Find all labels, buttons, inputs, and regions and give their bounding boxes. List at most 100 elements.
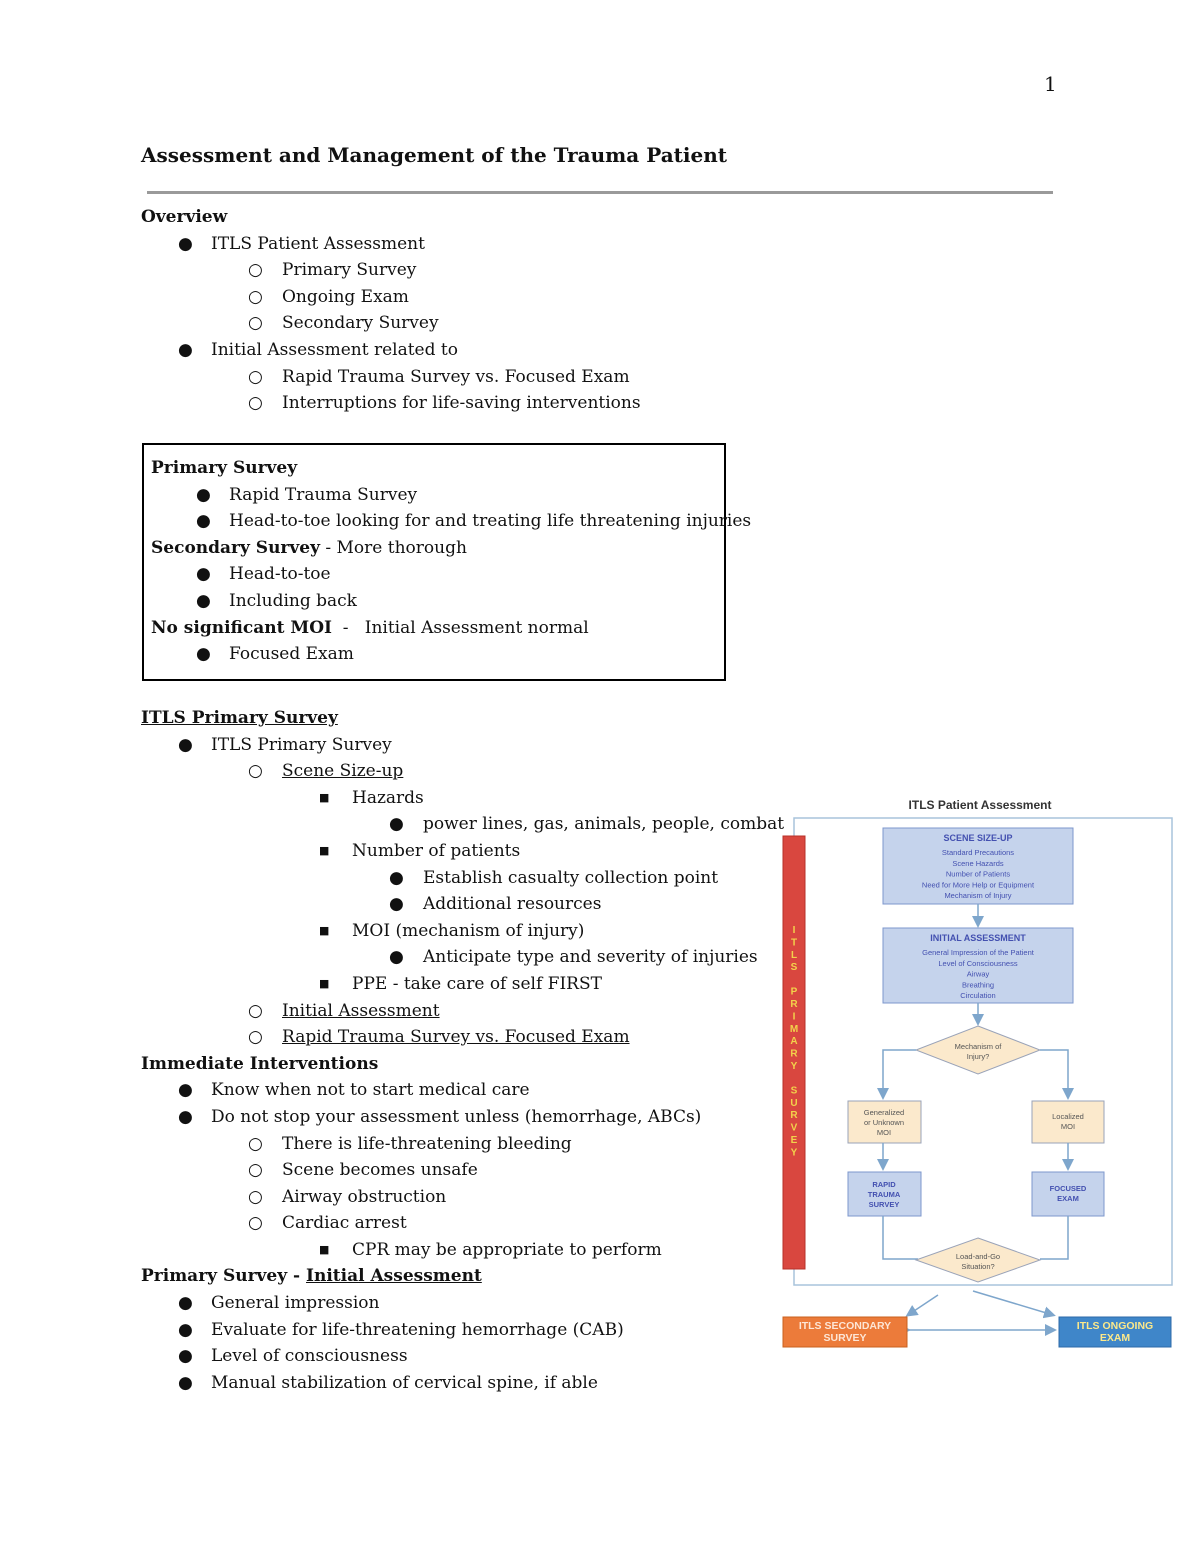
side-letter: P — [791, 987, 798, 998]
list-item: ○Scene becomes unsafe — [141, 1157, 784, 1184]
initial-assessment-box — [882, 927, 1074, 1004]
bullet-disc-icon: ● — [196, 511, 211, 532]
initial-assessment-line: Level of Consciousness — [938, 959, 1017, 968]
bullet-disc-icon: ● — [196, 644, 211, 665]
bullet-circle-icon: ○ — [248, 286, 263, 307]
list-item: ○Scene Size-up — [141, 758, 784, 785]
side-letter: M — [790, 1024, 798, 1035]
diagram-title: ITLS Patient Assessment — [909, 798, 1052, 812]
document-title: Assessment and Management of the Trauma … — [141, 143, 728, 167]
scene-sizeup-line: Need for More Help or Equipment — [922, 880, 1035, 889]
side-letter: A — [790, 1036, 797, 1047]
list-item: ○Secondary Survey — [141, 310, 641, 337]
list-item: ●Evaluate for life-threatening hemorrhag… — [141, 1317, 784, 1344]
generalized-moi-text: or Unknown — [864, 1118, 904, 1127]
list-item: ○Airway obstruction — [141, 1184, 784, 1211]
box-secondary-heading: Secondary Survey — [151, 537, 320, 558]
list-item: ○Cardiac arrest — [141, 1210, 784, 1237]
bullet-circle-icon: ○ — [248, 1027, 263, 1048]
generalized-moi-box — [847, 1100, 922, 1144]
bullet-circle-icon: ○ — [248, 1213, 263, 1234]
overview-heading: Overview — [141, 207, 228, 227]
list-item: ■Hazards — [141, 785, 784, 812]
list-item: ●ITLS Primary Survey — [141, 732, 784, 759]
scene-sizeup-title: SCENE SIZE-UP — [943, 833, 1012, 843]
title-divider — [147, 191, 1053, 194]
bullet-circle-icon: ○ — [248, 313, 263, 334]
itls-ongoing-exam-text: ITLS ONGOING — [1077, 1320, 1153, 1332]
bullet-circle-icon: ○ — [248, 1160, 263, 1181]
focused-exam-text: EXAM — [1057, 1194, 1079, 1203]
bullet-disc-icon: ● — [178, 1293, 193, 1314]
list-item: ●Level of consciousness — [141, 1343, 784, 1370]
side-letter: S — [791, 1085, 798, 1096]
bullet-circle-icon: ○ — [248, 393, 263, 414]
list-item: ●Manual stabilization of cervical spine,… — [141, 1370, 784, 1397]
box-secondary-line: Secondary Survey - More thorough — [151, 537, 467, 558]
bullet-disc-icon: ● — [389, 867, 404, 888]
side-letter: L — [791, 950, 797, 961]
side-letter: Y — [791, 1061, 798, 1072]
localized-moi-text: Localized — [1052, 1112, 1084, 1121]
rapid-vs-focused-link: Rapid Trauma Survey vs. Focused Exam — [282, 1027, 630, 1048]
load-and-go-decision — [914, 1237, 1042, 1283]
side-letter: E — [791, 1135, 798, 1146]
list-item: ●Focused Exam — [151, 641, 751, 668]
list-item: ■CPR may be appropriate to perform — [141, 1237, 784, 1264]
list-item: ●Anticipate type and severity of injurie… — [141, 944, 784, 971]
rapid-trauma-survey-text: TRAUMA — [868, 1190, 901, 1199]
mechanism-decision — [914, 1025, 1042, 1075]
generalized-moi-text: MOI — [877, 1128, 891, 1137]
list-item: ○Primary Survey — [141, 257, 641, 284]
bullet-disc-icon: ● — [178, 734, 193, 755]
rapid-trauma-survey-text: SURVEY — [869, 1200, 900, 1209]
bullet-disc-icon: ● — [196, 484, 211, 505]
itls-ongoing-exam-box — [1058, 1316, 1172, 1348]
list-item: ●Head-to-toe looking for and treating li… — [151, 508, 751, 535]
scene-sizeup-link: Scene Size-up — [282, 761, 404, 782]
primary-initial-heading: Primary Survey - Initial Assessment — [141, 1266, 482, 1287]
immediate-heading: Immediate Interventions — [141, 1053, 379, 1074]
bullet-disc-icon: ● — [389, 894, 404, 915]
list-item: ●Additional resources — [141, 891, 784, 918]
list-item: ●ITLS Patient Assessment — [141, 231, 641, 258]
primary-initial-link: Initial Assessment — [306, 1266, 482, 1287]
side-letter: I — [793, 925, 796, 936]
list-item: ○Ongoing Exam — [141, 284, 641, 311]
side-letter: I — [793, 1011, 796, 1022]
bullet-disc-icon: ● — [178, 1080, 193, 1101]
side-letter: U — [790, 1098, 797, 1109]
initial-assessment-line: General Impression of the Patient — [922, 948, 1035, 957]
localized-moi-box — [1031, 1100, 1105, 1144]
generalized-moi-text: Generalized — [864, 1108, 904, 1117]
itls-secondary-survey-text: SURVEY — [824, 1332, 867, 1344]
side-letter: R — [790, 1049, 798, 1060]
scene-sizeup-line: Scene Hazards — [952, 859, 1004, 868]
list-item: ●Establish casualty collection point — [141, 865, 784, 892]
list-item: ○Rapid Trauma Survey vs. Focused Exam — [141, 364, 641, 391]
list-item: ○Interruptions for life-saving intervent… — [141, 390, 641, 417]
bullet-disc-icon: ● — [196, 590, 211, 611]
load-and-go-text: Load-and-Go — [956, 1252, 1000, 1261]
mechanism-decision-text: Mechanism of — [955, 1042, 1003, 1051]
bullet-square-icon: ■ — [319, 790, 330, 804]
bullet-circle-icon: ○ — [248, 1000, 263, 1021]
box-moi-heading: No significant MOI — [151, 617, 332, 638]
initial-assessment-line: Airway — [967, 970, 990, 979]
bullet-disc-icon: ● — [196, 564, 211, 585]
list-item: ●Initial Assessment related to — [141, 337, 641, 364]
page-number: 1 — [1044, 72, 1057, 96]
list-item: ○There is life-threatening bleeding — [141, 1131, 784, 1158]
bullet-square-icon: ■ — [319, 976, 330, 990]
side-letter: R — [790, 1110, 798, 1121]
scene-sizeup-line: Standard Precautions — [942, 848, 1014, 857]
initial-assessment-title: INITIAL ASSESSMENT — [930, 933, 1026, 943]
scene-sizeup-line: Mechanism of Injury — [944, 891, 1011, 900]
itls-secondary-survey-text: ITLS SECONDARY — [799, 1320, 891, 1332]
side-letter: R — [790, 999, 798, 1010]
primary-survey-bar — [782, 835, 806, 1270]
list-item: ■Number of patients — [141, 838, 784, 865]
itls-ongoing-exam-text: EXAM — [1100, 1332, 1131, 1344]
side-letter: S — [791, 962, 798, 973]
